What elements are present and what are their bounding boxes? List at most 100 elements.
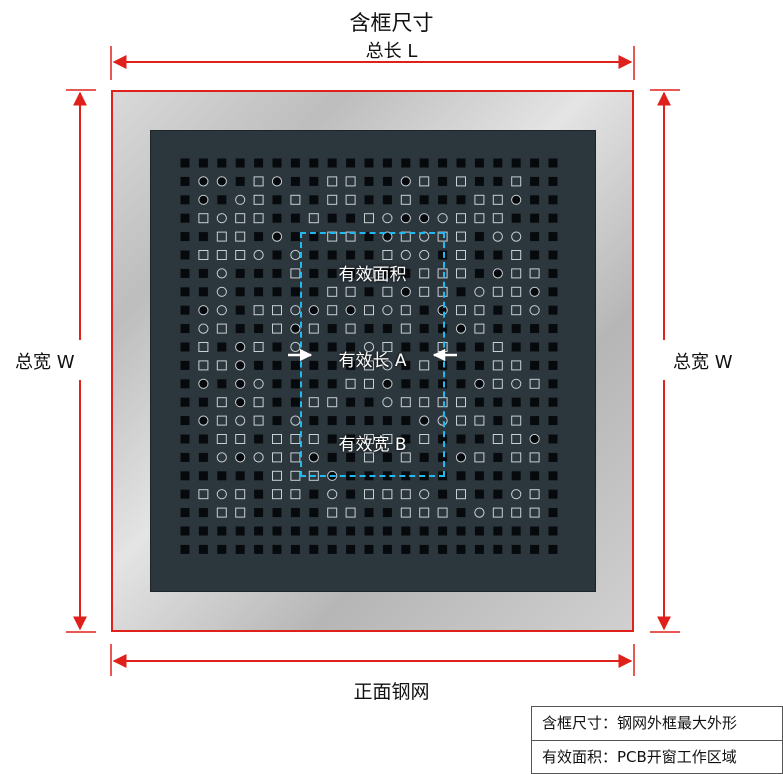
aperture [419,360,430,371]
aperture [272,268,282,278]
aperture [216,397,227,408]
aperture [309,232,319,242]
aperture [346,526,356,536]
aperture [548,360,558,370]
aperture [419,489,430,500]
aperture [382,508,392,518]
aperture [511,231,522,242]
legend-frame-size: 含框尺寸：钢网外框最大外形 [542,714,738,732]
aperture [198,250,209,260]
effective-area-title: 有效面积 [338,265,407,285]
aperture [456,544,466,554]
aperture [401,434,411,444]
aperture [492,194,503,205]
aperture [253,452,264,463]
aperture [456,213,466,224]
aperture [327,268,337,278]
aperture [308,434,319,444]
aperture [456,195,466,205]
aperture [327,250,337,260]
aperture [511,415,522,426]
aperture [217,544,227,554]
aperture [235,544,245,554]
aperture [492,268,503,279]
aperture [345,176,356,187]
aperture [456,176,466,187]
aperture [309,158,319,168]
aperture [401,379,411,389]
aperture [235,250,246,260]
aperture [290,194,301,205]
aperture [400,489,411,500]
aperture [290,232,300,242]
aperture [216,507,227,518]
aperture [382,416,392,426]
aperture [216,323,227,334]
aperture [548,379,558,389]
aperture [456,360,466,370]
aperture [493,324,503,334]
aperture [198,213,209,224]
aperture [346,268,356,278]
aperture [419,544,429,554]
aperture [254,268,264,278]
aperture [456,526,466,536]
aperture [511,250,522,260]
aperture [438,324,448,334]
aperture [290,526,300,536]
aperture [511,471,521,481]
aperture [364,526,374,536]
aperture [180,324,190,334]
aperture [290,360,300,370]
aperture [419,176,430,187]
aperture [419,526,429,536]
aperture [198,268,208,278]
aperture [364,452,374,463]
aperture [198,158,208,168]
aperture [198,232,208,242]
aperture [290,323,301,334]
aperture [235,305,245,315]
aperture [309,250,319,260]
aperture [198,526,208,536]
aperture [290,434,301,444]
aperture [437,286,448,297]
aperture [254,544,264,554]
aperture [235,287,245,297]
aperture [235,194,246,205]
aperture [198,452,208,462]
aperture [272,397,282,407]
aperture [437,213,448,224]
aperture [382,489,393,500]
aperture [474,158,484,168]
aperture [364,158,374,168]
aperture [235,507,246,518]
aperture [364,232,374,242]
aperture [235,378,246,389]
aperture [290,176,300,186]
aperture [216,415,227,426]
aperture [511,452,522,463]
aperture [438,544,448,554]
aperture [180,342,190,352]
aperture [492,507,503,518]
aperture [474,342,484,352]
aperture [180,379,190,389]
aperture [327,416,337,426]
aperture [419,415,430,426]
aperture [530,397,540,407]
aperture [308,323,319,334]
aperture [455,452,467,463]
aperture [474,305,485,316]
aperture [309,544,319,554]
aperture [290,379,300,389]
aperture [309,489,319,499]
aperture [272,158,282,168]
aperture [382,397,393,408]
aperture [308,452,319,463]
aperture [438,250,448,260]
aperture [474,250,484,260]
aperture [180,397,190,407]
aperture [272,452,282,463]
